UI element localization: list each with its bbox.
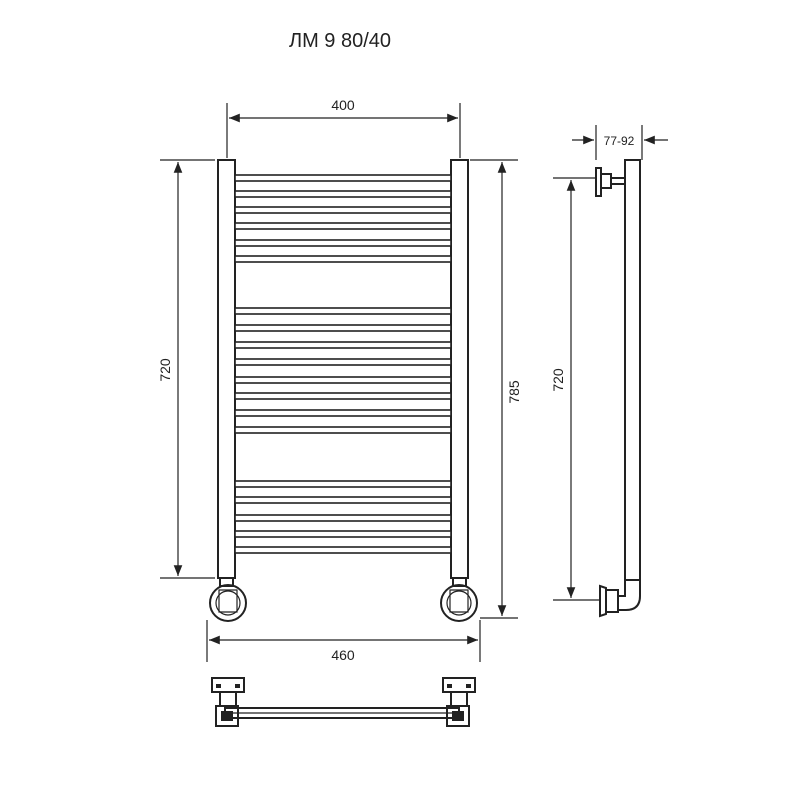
rail xyxy=(234,376,452,384)
front-view: 400 720 785 460 xyxy=(157,97,522,663)
rail xyxy=(234,409,452,417)
rail xyxy=(234,222,452,230)
side-depth-label: 77-92 xyxy=(604,134,635,148)
left-bottom-connector xyxy=(209,577,247,622)
right-height-dimension: 785 xyxy=(470,159,522,619)
rail xyxy=(234,206,452,214)
right-height-label: 785 xyxy=(506,380,522,404)
rail xyxy=(234,255,452,263)
rail xyxy=(234,480,452,488)
left-height-dimension: 720 xyxy=(157,159,215,579)
side-bottom-valve xyxy=(599,579,641,618)
rail xyxy=(234,358,452,366)
rail xyxy=(234,514,452,522)
plan-left-bracket xyxy=(211,677,245,727)
right-collector xyxy=(450,159,469,579)
rail xyxy=(234,546,452,554)
rails-group xyxy=(234,174,452,554)
rail xyxy=(234,496,452,504)
top-width-label: 400 xyxy=(331,97,355,113)
rail xyxy=(234,190,452,198)
rail xyxy=(234,392,452,400)
side-collector xyxy=(624,159,641,581)
right-bottom-connector xyxy=(440,577,478,622)
left-height-label: 720 xyxy=(157,358,173,382)
rail xyxy=(234,530,452,538)
side-depth-dimension: 77-92 xyxy=(572,125,668,160)
rail xyxy=(234,174,452,182)
rail xyxy=(234,426,452,434)
rail xyxy=(234,324,452,332)
rail xyxy=(234,239,452,247)
plan-view xyxy=(211,677,476,727)
product-title: ЛМ 9 80/40 xyxy=(288,30,392,52)
side-height-dimension: 720 xyxy=(550,177,600,601)
rail xyxy=(234,341,452,349)
top-width-dimension: 400 xyxy=(226,97,461,158)
bottom-width-label: 460 xyxy=(331,647,355,663)
bottom-width-dimension: 460 xyxy=(206,620,481,663)
side-height-label: 720 xyxy=(550,368,566,392)
left-collector xyxy=(217,159,236,579)
side-top-bracket xyxy=(595,167,626,197)
rail xyxy=(234,307,452,315)
side-view: 77-92 720 xyxy=(550,125,668,618)
plan-right-bracket xyxy=(442,677,476,727)
